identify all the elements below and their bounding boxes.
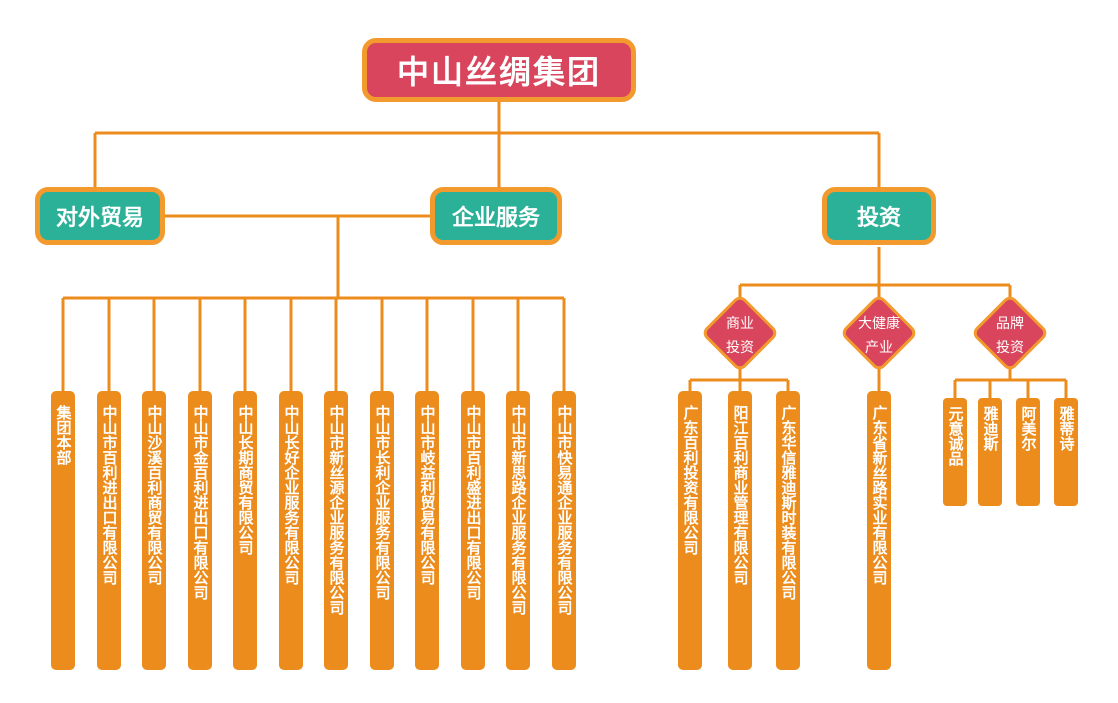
brand-bar: 雅蒂诗 <box>1054 398 1078 506</box>
company-label: 广东百利投资有限公司 <box>681 405 700 555</box>
health-company-bar: 广东省新丝路实业有限公司 <box>867 391 891 670</box>
company-bar: 中山市岐益利贸易有限公司 <box>415 391 439 670</box>
commercial-company-bar: 广东华信雅迪斯时装有限公司 <box>776 391 800 670</box>
company-label: 广东华信雅迪斯时装有限公司 <box>779 405 798 600</box>
brand-bar: 阿美尔 <box>1016 398 1040 506</box>
company-label: 中山市新丝源企业服务有限公司 <box>327 405 346 615</box>
trade-label: 对外贸易 <box>55 206 144 231</box>
brand-label: 阿美尔 <box>1019 406 1038 451</box>
company-label: 广东省新丝路实业有限公司 <box>870 405 889 585</box>
company-bar: 集团本部 <box>51 391 75 670</box>
company-bar: 中山市新思路企业服务有限公司 <box>506 391 530 670</box>
node-service: 企业服务 <box>430 187 562 245</box>
company-label: 中山沙溪百利商贸有限公司 <box>145 405 164 585</box>
company-bar: 中山市快易通企业服务有限公司 <box>552 391 576 670</box>
brand-label: 雅迪斯 <box>981 406 1000 451</box>
company-label: 中山市金百利进出口有限公司 <box>191 405 210 600</box>
company-label: 中山市百利进出口有限公司 <box>100 405 119 585</box>
brand-bar: 雅迪斯 <box>978 398 1002 506</box>
company-label: 中山市岐益利贸易有限公司 <box>418 405 437 585</box>
brand-label: 雅蒂诗 <box>1057 406 1076 451</box>
company-label: 中山市百利盛进出口有限公司 <box>464 405 483 600</box>
diamond-brand: 品牌 投资 <box>970 293 1050 373</box>
company-bar: 中山市长利企业服务有限公司 <box>370 391 394 670</box>
health-line1: 大健康 <box>858 316 900 332</box>
company-bar: 中山市新丝源企业服务有限公司 <box>324 391 348 670</box>
company-label: 中山市快易通企业服务有限公司 <box>555 405 574 615</box>
company-label: 阳江百利商业管理有限公司 <box>731 405 750 585</box>
company-bar: 中山市百利进出口有限公司 <box>97 391 121 670</box>
company-bar: 中山沙溪百利商贸有限公司 <box>142 391 166 670</box>
invest-label: 投资 <box>856 206 901 231</box>
node-trade: 对外贸易 <box>35 187 165 245</box>
commercial-line1: 商业 <box>726 316 754 332</box>
brand-bar: 元意诚品 <box>943 398 967 506</box>
brand-label: 元意诚品 <box>946 406 965 466</box>
brand-line1: 品牌 <box>996 316 1024 332</box>
diamond-health: 大健康 产业 <box>839 293 919 373</box>
node-invest: 投资 <box>822 187 936 245</box>
service-label: 企业服务 <box>451 206 540 231</box>
root-node: 中山丝绸集团 <box>362 38 636 102</box>
brand-line2: 投资 <box>996 340 1024 356</box>
company-label: 中山市长利企业服务有限公司 <box>373 405 392 600</box>
commercial-company-bar: 阳江百利商业管理有限公司 <box>728 391 752 670</box>
commercial-line2: 投资 <box>726 340 754 356</box>
company-bar: 中山长好企业服务有限公司 <box>279 391 303 670</box>
company-label: 中山长期商贸有限公司 <box>236 405 255 555</box>
health-line2: 产业 <box>865 340 893 356</box>
root-label: 中山丝绸集团 <box>396 53 601 91</box>
company-label: 中山市新思路企业服务有限公司 <box>509 405 528 615</box>
commercial-company-bar: 广东百利投资有限公司 <box>678 391 702 670</box>
company-bar: 中山市金百利进出口有限公司 <box>188 391 212 670</box>
company-label: 集团本部 <box>54 405 73 465</box>
company-bar: 中山市百利盛进出口有限公司 <box>461 391 485 670</box>
company-label: 中山长好企业服务有限公司 <box>282 405 301 585</box>
diamond-commercial: 商业 投资 <box>700 293 780 373</box>
company-bar: 中山长期商贸有限公司 <box>233 391 257 670</box>
